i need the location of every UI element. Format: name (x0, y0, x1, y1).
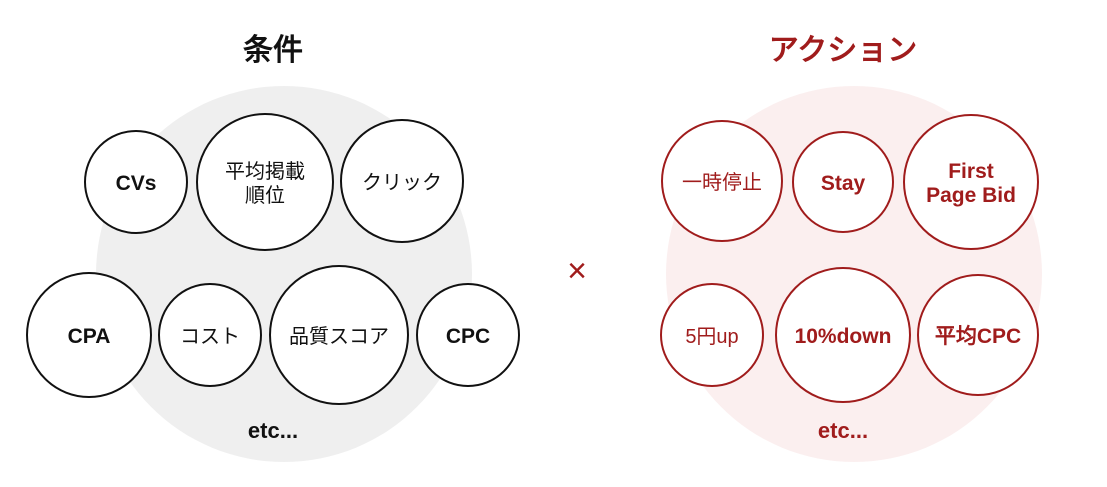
actions-etc: etc... (818, 418, 868, 443)
action-bubble (775, 267, 911, 403)
action-label: 一時停止 (682, 171, 762, 194)
condition-bubble (26, 272, 152, 398)
condition-bubble (269, 265, 409, 405)
condition-label: CVs (116, 172, 157, 195)
multiply-icon: × (567, 252, 587, 290)
action-bubble (903, 114, 1039, 250)
action-label: 5円up (685, 326, 738, 348)
conditions-title: 条件 (243, 34, 303, 67)
action-bubble (661, 120, 783, 242)
condition-label: 平均掲載 (225, 160, 305, 183)
condition-bubble (158, 283, 262, 387)
action-bubble (660, 283, 764, 387)
conditions-etc: etc... (248, 418, 298, 443)
action-bubble (792, 131, 894, 233)
condition-bubble (84, 130, 188, 234)
action-label: Page Bid (926, 184, 1016, 207)
condition-bubble (196, 113, 334, 251)
action-label: 平均CPC (935, 324, 1021, 348)
condition-bubble (340, 119, 464, 243)
condition-label: 品質スコア (289, 325, 389, 348)
action-label: Stay (821, 172, 866, 195)
condition-label: クリック (362, 171, 442, 194)
action-bubble (917, 274, 1039, 396)
condition-label: CPC (446, 325, 490, 348)
condition-label: CPA (68, 325, 111, 348)
action-label: First (948, 160, 994, 183)
actions-title: アクション (769, 34, 918, 67)
action-label: 10%down (795, 325, 892, 348)
condition-label: 順位 (245, 184, 285, 207)
condition-bubble (416, 283, 520, 387)
condition-label: コスト (180, 326, 240, 348)
